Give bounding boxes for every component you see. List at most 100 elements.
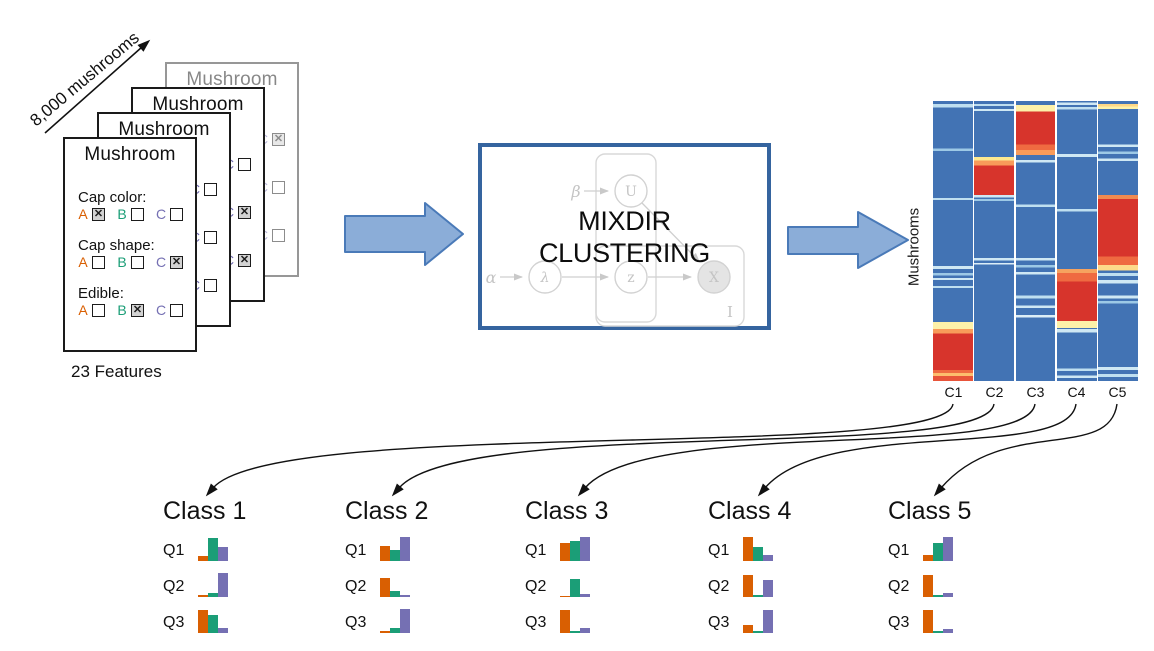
option-checkbox: ✕ xyxy=(238,253,251,267)
answer-distribution-chart xyxy=(923,537,953,561)
answer-option: C xyxy=(156,206,183,222)
question-id-label: Q2 xyxy=(708,578,730,595)
class-title: Class 1 xyxy=(163,497,247,525)
mixdir-title-line1: MIXDIR xyxy=(578,206,671,236)
distribution-bar xyxy=(218,628,228,633)
heatmap-column-c1 xyxy=(933,101,973,381)
class-title: Class 3 xyxy=(525,497,609,525)
question-id-label: Q3 xyxy=(163,614,185,631)
distribution-bar xyxy=(560,610,570,633)
option-checkbox: ✕ xyxy=(131,303,144,317)
distribution-bar xyxy=(743,625,753,633)
distribution-bar xyxy=(580,537,590,561)
heatmap-column-label: C2 xyxy=(985,384,1004,400)
card-title: Mushroom xyxy=(152,94,244,115)
heatmap-column-c3 xyxy=(1015,101,1056,381)
heatmap-y-axis-label: Mushrooms xyxy=(905,207,923,287)
question-distribution-row: Q2 xyxy=(345,571,485,597)
distribution-bar xyxy=(753,595,763,597)
distribution-bar xyxy=(400,595,410,597)
question-distribution-row: Q2 xyxy=(163,571,303,597)
option-letter: B xyxy=(117,302,127,318)
distribution-bar xyxy=(198,610,208,633)
features-count-label: 23 Features xyxy=(71,362,162,381)
distribution-bar xyxy=(380,578,390,597)
distribution-bar xyxy=(743,575,753,597)
heatmap-column-label: C5 xyxy=(1108,384,1127,400)
answer-distribution-chart xyxy=(198,537,228,561)
distribution-bar xyxy=(923,610,933,633)
question-distribution-row: Q1 xyxy=(525,535,665,561)
answer-distribution-chart xyxy=(743,537,773,561)
distribution-bar xyxy=(753,631,763,633)
distribution-bar xyxy=(943,593,953,597)
card-title: Mushroom xyxy=(84,144,176,165)
option-letter: C xyxy=(156,206,167,222)
option-checkbox: ✕ xyxy=(272,132,285,146)
question-id-label: Q3 xyxy=(888,614,910,631)
answer-distribution-chart xyxy=(198,573,228,597)
heatmap-column-label: C3 xyxy=(1026,384,1045,400)
curved-arrow-c1 xyxy=(205,403,954,497)
distribution-bar xyxy=(943,629,953,633)
answer-option: A xyxy=(78,302,105,318)
answer-distribution-chart xyxy=(560,573,590,597)
option-checkbox xyxy=(204,278,217,292)
answer-option: A xyxy=(78,254,105,270)
question-id-label: Q1 xyxy=(888,542,910,559)
distribution-bar xyxy=(923,575,933,597)
distribution-bar xyxy=(580,594,590,597)
class-title: Class 2 xyxy=(345,497,429,525)
answer-row: A✕ B C xyxy=(78,206,195,222)
distribution-bar xyxy=(400,537,410,561)
answer-option: C xyxy=(156,302,183,318)
curved-arrow-c5 xyxy=(933,403,1118,497)
class-title: Class 4 xyxy=(708,497,792,525)
distribution-bar xyxy=(208,538,218,561)
distribution-bar xyxy=(753,547,763,561)
curved-arrow-c2 xyxy=(391,403,995,497)
question-distribution-row: Q1 xyxy=(345,535,485,561)
distribution-bar xyxy=(943,537,953,561)
distribution-bar xyxy=(560,543,570,561)
answer-option: B xyxy=(117,254,144,270)
answer-distribution-chart xyxy=(198,609,228,633)
option-letter: B xyxy=(117,206,127,222)
answer-option: B xyxy=(117,206,144,222)
option-letter: C xyxy=(156,302,167,318)
question-label: Edible: xyxy=(78,285,124,302)
curved-arrow-c4 xyxy=(757,403,1077,497)
distribution-bar xyxy=(560,596,570,597)
question-label: Cap color: xyxy=(78,189,147,206)
question-id-label: Q2 xyxy=(345,578,367,595)
question-id-label: Q3 xyxy=(525,614,547,631)
question-id-label: Q3 xyxy=(345,614,367,631)
answer-distribution-chart xyxy=(560,609,590,633)
question-id-label: Q1 xyxy=(708,542,730,559)
question-id-label: Q1 xyxy=(345,542,367,559)
option-letter: A xyxy=(78,254,88,270)
distribution-bar xyxy=(580,628,590,633)
answer-distribution-chart xyxy=(380,573,410,597)
option-checkbox xyxy=(170,303,183,317)
distribution-bar xyxy=(390,550,400,561)
distribution-bar xyxy=(380,631,390,633)
distribution-bar xyxy=(763,610,773,633)
heatmap-column-label: C4 xyxy=(1067,384,1086,400)
question-distribution-row: Q2 xyxy=(708,571,848,597)
option-checkbox xyxy=(238,157,251,171)
question-distribution-row: Q3 xyxy=(708,607,848,633)
answer-option: B✕ xyxy=(117,302,144,318)
question-distribution-row: Q3 xyxy=(345,607,485,633)
answer-distribution-chart xyxy=(743,573,773,597)
answer-option: A✕ xyxy=(78,206,105,222)
